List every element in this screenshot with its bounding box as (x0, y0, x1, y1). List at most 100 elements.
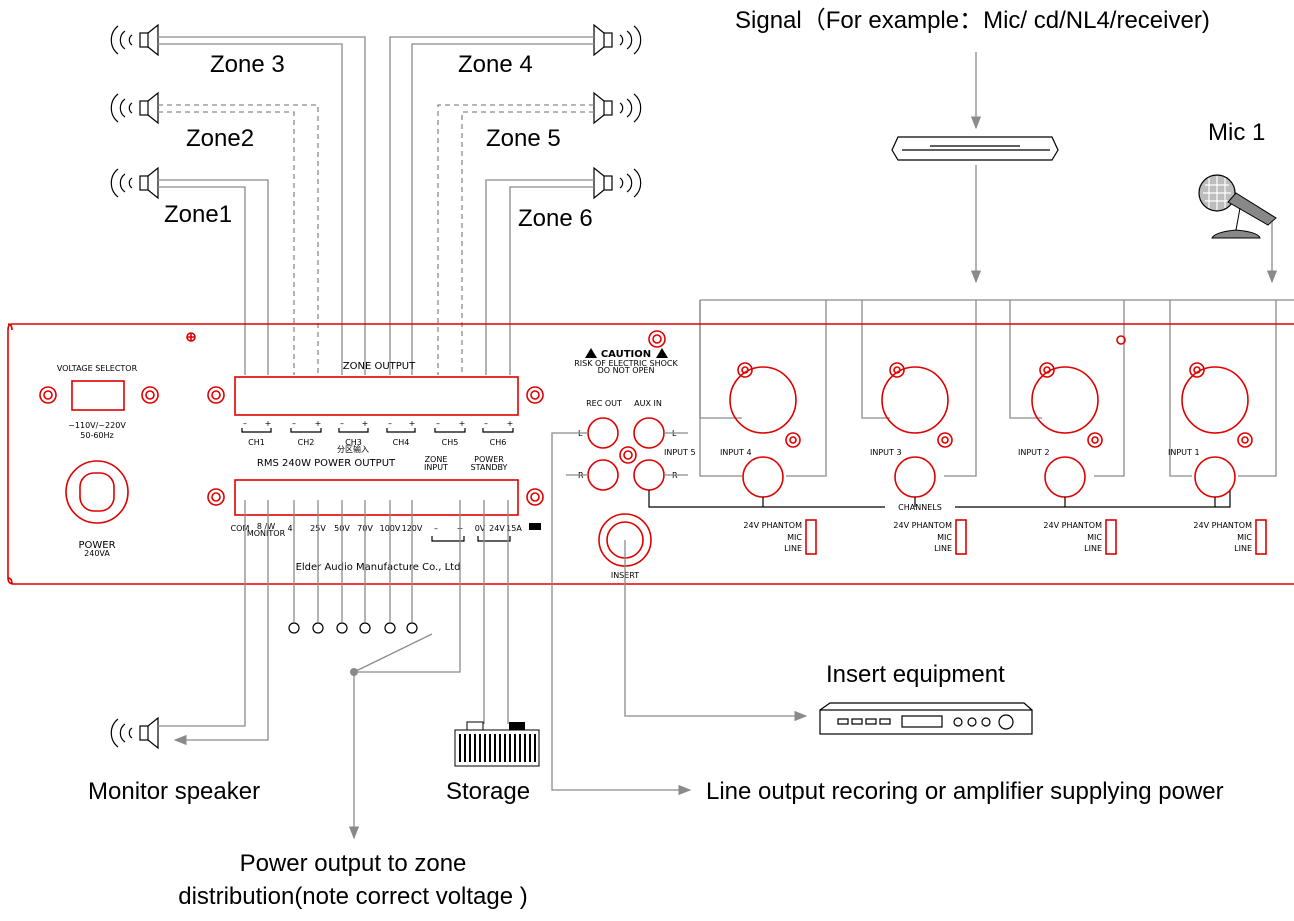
standby-15a: 15A (506, 524, 522, 533)
monitor-speaker-icon (110, 717, 159, 749)
mic-label: MIC (937, 533, 952, 542)
monitor-tap-label-2: MONITOR (247, 529, 286, 538)
line-label: LINE (1234, 544, 1252, 553)
company-label: Elder Audio Manufacture Co., Ltd (296, 562, 461, 573)
line-output-label: Line output recoring or amplifier supply… (706, 778, 1224, 805)
mic-label: MIC (1237, 533, 1252, 542)
xlr-input-jack[interactable] (1031, 366, 1099, 434)
zone-minus-label: – (388, 419, 392, 428)
tap-label: COM (231, 524, 250, 533)
line-input-jack[interactable] (1044, 456, 1086, 498)
zone-plus-label: + (315, 419, 322, 428)
insert-equipment-icon (819, 702, 1033, 735)
storage-label: Storage (446, 778, 530, 805)
phantom-switch[interactable] (1105, 519, 1117, 555)
zone-minus-label: – (243, 419, 247, 428)
phantom-label: 24V PHANTOM (1193, 521, 1252, 530)
rec-out-l-jack[interactable] (587, 417, 619, 449)
input-wires (699, 299, 1294, 477)
frequency-label: 50-60Hz (80, 431, 113, 440)
microphone-icon (1198, 174, 1277, 239)
zone-plus-label: + (265, 419, 272, 428)
zone1-label: Zone1 (164, 201, 232, 228)
xlr-input-jack[interactable] (881, 366, 949, 434)
line-input-jack[interactable] (1194, 456, 1236, 498)
ch3-sub-label: 分区输入 (337, 444, 369, 454)
monitor-tap-label-1: 8 /W (257, 522, 275, 531)
line-input-jack[interactable] (742, 456, 784, 498)
standby-24v: 24V (489, 524, 505, 533)
aux-in-l-jack[interactable] (633, 417, 665, 449)
zone-output-screw-right-icon (526, 386, 544, 404)
zone-channel-label: CH6 (490, 438, 507, 447)
phantom-switch[interactable] (805, 519, 817, 555)
zone-plus-label: + (409, 419, 416, 428)
mic1-label: Mic 1 (1208, 119, 1265, 146)
aux-screw-icon (619, 446, 637, 464)
zone-plus-label: + (459, 419, 466, 428)
channels-label: CHANNELS (898, 503, 942, 512)
zone-channel-label: CH4 (393, 438, 410, 447)
xlr-input-jack[interactable] (729, 366, 797, 434)
mic-label: MIC (787, 533, 802, 542)
zone-minus-label: – (436, 419, 440, 428)
zone-output-screw-left-icon (207, 386, 225, 404)
voltage-selector-switch[interactable] (71, 380, 125, 411)
caution-line1: RISK OF ELECTRIC SHOCK (574, 359, 678, 368)
caution-icon (585, 348, 668, 358)
zone5-speaker-icon (593, 92, 642, 124)
rms-output-label: RMS 240W POWER OUTPUT (257, 458, 396, 469)
voltage-selector-label: VOLTAGE SELECTOR (57, 364, 138, 373)
zone-channel-label: CH1 (248, 438, 265, 447)
zone-channel-label: CH5 (442, 438, 459, 447)
mic-label: MIC (1087, 533, 1102, 542)
power-output-wires (158, 500, 509, 840)
left-screw-1-icon (39, 386, 57, 404)
zone-output-terminal[interactable] (234, 376, 519, 416)
rec-out-r-jack[interactable] (587, 459, 619, 491)
line-label: LINE (934, 544, 952, 553)
monitor-speaker-label: Monitor speaker (88, 778, 260, 805)
zone-minus-label: – (484, 419, 488, 428)
phantom-switch[interactable] (955, 519, 967, 555)
power-output-label-2: distribution(note correct voltage ) (178, 883, 528, 910)
zone1-speaker-icon (110, 167, 159, 199)
zone-input-label-1: ZONE (425, 455, 448, 464)
power-switch[interactable] (65, 460, 129, 524)
phantom-label: 24V PHANTOM (1043, 521, 1102, 530)
zone3-label: Zone 3 (210, 51, 285, 78)
fuse-icon (529, 523, 541, 530)
input-label: INPUT 4 (720, 448, 752, 457)
line-label: LINE (1084, 544, 1102, 553)
caution-line2: DO NOT OPEN (598, 366, 655, 375)
input-label: INPUT 2 (1018, 448, 1050, 457)
zone-wires (158, 36, 594, 375)
aux-in-label: AUX IN (634, 399, 662, 408)
zone6-speaker-icon (593, 167, 642, 199)
caution-label: CAUTION (601, 349, 651, 360)
input-label: INPUT 1 (1168, 448, 1200, 457)
cd-player-icon (891, 136, 1059, 161)
zone-plus-label: + (507, 419, 514, 428)
zone-minus-label: – (292, 419, 296, 428)
middle-screw-icon (648, 330, 666, 348)
phantom-switch[interactable] (1255, 519, 1267, 555)
zone3-speaker-icon (110, 24, 159, 56)
power-standby-label-2: STANDBY (471, 463, 508, 472)
zone-channel-label: CH3 (345, 438, 362, 447)
zone6-label: Zone 6 (518, 205, 593, 232)
power-output-screw-right-icon (526, 488, 544, 506)
zone2-label: Zone2 (186, 125, 254, 152)
aux-in-r-jack[interactable] (633, 459, 665, 491)
power-output-screw-left-icon (207, 488, 225, 506)
line-input-jack[interactable] (894, 456, 936, 498)
tap-label: 4 (287, 524, 292, 533)
rec-out-label: REC OUT (586, 399, 622, 408)
power-output-terminal[interactable] (234, 479, 519, 516)
xlr-input-jack[interactable] (1181, 366, 1249, 434)
zone5-label: Zone 5 (486, 125, 561, 152)
voltage-range-label: ~110V/~220V (68, 421, 126, 430)
